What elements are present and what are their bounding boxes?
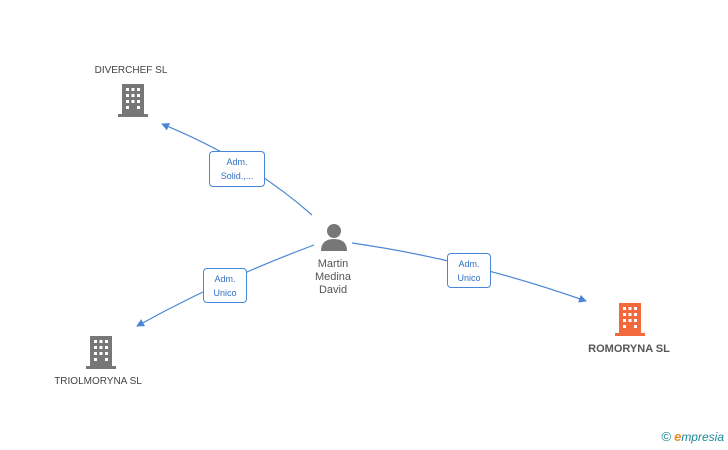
copyright-icon: © <box>661 429 672 444</box>
person-icon[interactable] <box>321 224 347 251</box>
person-surname-2: David <box>318 284 348 296</box>
brand-initial: e <box>674 429 682 444</box>
person-surname-1: Medina <box>314 271 352 283</box>
person-name[interactable]: Martin Medina David <box>293 258 373 297</box>
edge-label-romoryna: Adm. Unico <box>447 253 491 288</box>
brand-name: mpresia <box>681 430 724 444</box>
building-icon[interactable] <box>86 336 116 369</box>
edge-label-line2: Solid.,... <box>220 171 254 181</box>
company-label-romoryna[interactable]: ROMORYNA SL <box>588 343 670 355</box>
empresia-logo: ©empresia <box>661 429 724 444</box>
person-first-name: Martin <box>317 258 349 270</box>
edge-label-line2: Unico <box>457 273 481 283</box>
building-icon-highlighted[interactable] <box>615 303 645 336</box>
building-icon[interactable] <box>118 84 148 117</box>
edge-label-diverchef: Adm. Solid.,... <box>209 151 265 187</box>
company-label-triolmoryna[interactable]: TRIOLMORYNA SL <box>54 376 142 387</box>
edge-label-line1: Adm. <box>458 259 480 269</box>
edge-label-line1: Adm. <box>226 157 248 167</box>
edge-label-triolmoryna: Adm. Unico <box>203 268 247 303</box>
company-label-diverchef[interactable]: DIVERCHEF SL <box>94 65 168 76</box>
edge-label-line1: Adm. <box>214 274 236 284</box>
edge-label-line2: Unico <box>213 288 237 298</box>
